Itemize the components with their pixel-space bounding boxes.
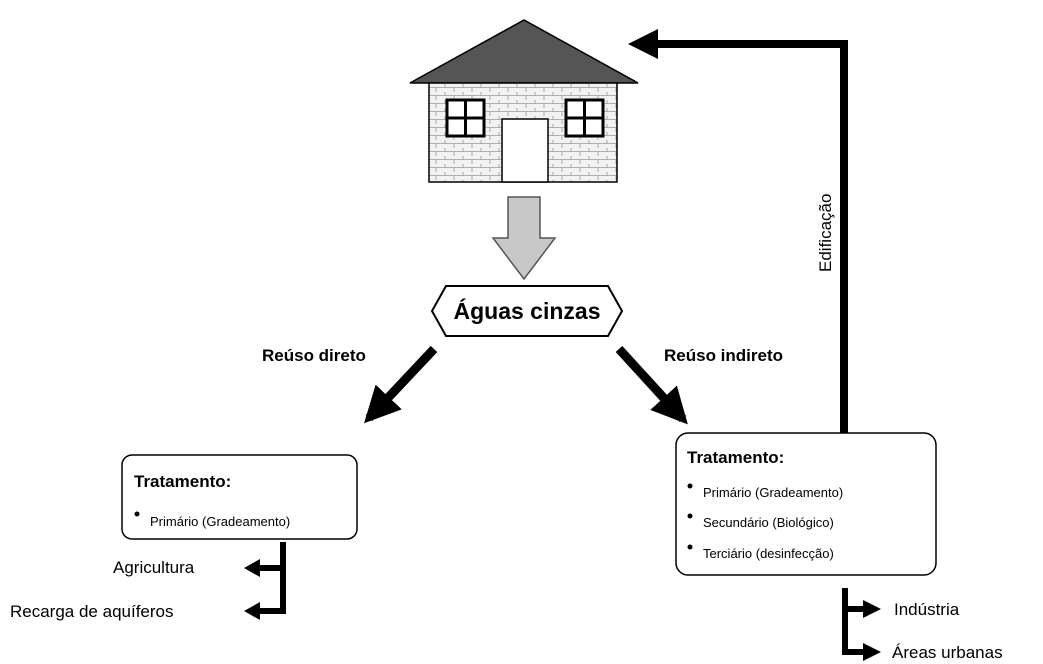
indirect-treatment-item-1: Primário (Gradeamento) [703, 485, 843, 500]
house-icon [409, 19, 639, 183]
indirect-treatment-box: Tratamento: Primário (Gradeamento) Secun… [675, 432, 937, 576]
direct-reuse-arrow [364, 345, 438, 424]
window-left [445, 98, 486, 138]
use-agriculture: Agricultura [113, 558, 195, 577]
indirect-uses-connector [842, 588, 881, 661]
use-industry: Indústria [894, 600, 960, 619]
use-urban-areas: Áreas urbanas [892, 643, 1003, 662]
gray-down-arrow-icon [491, 196, 557, 281]
bullet [687, 483, 693, 489]
direct-reuse-label: Reúso direto [262, 346, 366, 365]
indirect-treatment-item-2: Secundário (Biológico) [703, 515, 834, 530]
direct-uses-connector [244, 542, 286, 620]
window-right [564, 98, 605, 138]
building-return-label: Edificação [816, 194, 835, 272]
indirect-reuse-arrow [615, 345, 688, 425]
indirect-treatment-item-3: Terciário (desinfecção) [703, 546, 834, 561]
direct-treatment-title: Tratamento: [134, 472, 231, 491]
indirect-reuse-label: Reúso indireto [664, 346, 783, 365]
greywater-node: Águas cinzas [430, 285, 624, 337]
bullet [687, 544, 693, 550]
greywater-label: Águas cinzas [454, 297, 601, 324]
use-aquifer-recharge: Recarga de aquíferos [10, 602, 174, 621]
direct-treatment-item: Primário (Gradeamento) [150, 514, 290, 529]
direct-treatment-box: Tratamento: Primário (Gradeamento) [121, 454, 358, 540]
building-return-path: Edificação [628, 29, 848, 438]
indirect-treatment-title: Tratamento: [687, 448, 784, 467]
bullet [134, 511, 140, 517]
door [501, 118, 549, 183]
bullet [687, 513, 693, 519]
